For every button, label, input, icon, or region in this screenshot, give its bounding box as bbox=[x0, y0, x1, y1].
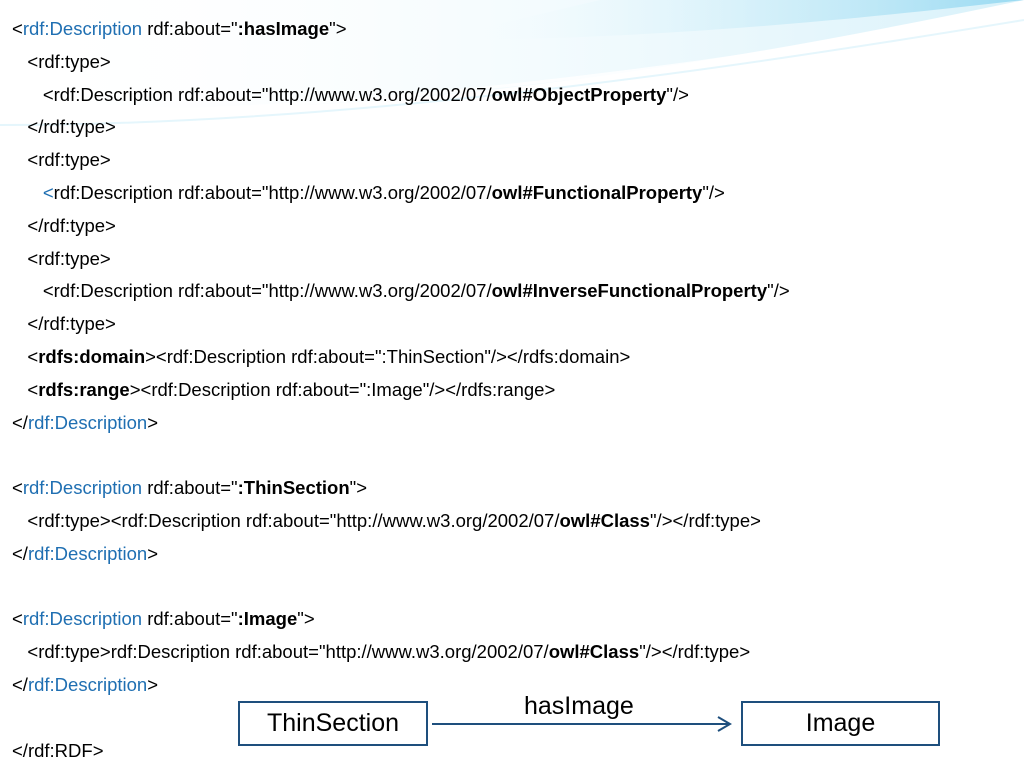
code-text: "/></rdf:type> bbox=[649, 510, 761, 531]
header-swoosh-decoration bbox=[0, 0, 1024, 126]
code-text: <rdf:type> bbox=[12, 247, 111, 269]
code-bold: :hasImage bbox=[237, 18, 330, 39]
code-text: ><rdf:Description rdf:about=":Image"/></… bbox=[129, 378, 556, 400]
code-text: > bbox=[147, 674, 159, 695]
code-text: </rdf:type> bbox=[12, 214, 116, 236]
code-text: rdf:about=" bbox=[142, 608, 238, 630]
code-text: </ bbox=[12, 674, 28, 695]
code-text: <rdf:Description rdf:about="http://www.w… bbox=[12, 83, 492, 105]
code-text: < bbox=[12, 346, 39, 367]
code-text: "> bbox=[297, 608, 315, 630]
code-line: <rdfs:domain><rdf:Description rdf:about=… bbox=[12, 346, 630, 368]
code-text: rdf:about=" bbox=[142, 477, 238, 499]
code-bold: owl#Class bbox=[548, 641, 640, 663]
code-bold: owl#Class bbox=[559, 510, 650, 531]
code-text: </rdf:RDF> bbox=[12, 739, 104, 761]
code-text: </rdf:type> bbox=[12, 116, 116, 138]
code-keyword: rdf:Description bbox=[27, 411, 148, 433]
code-keyword: < bbox=[42, 182, 54, 203]
code-text: </ bbox=[12, 411, 28, 433]
code-line: <rdf:type> bbox=[12, 50, 111, 73]
code-bold: rdfs:domain bbox=[38, 346, 146, 367]
code-line: </rdf:type> bbox=[12, 214, 116, 237]
code-keyword: rdf:Description bbox=[27, 674, 148, 695]
code-text: < bbox=[12, 608, 23, 630]
code-text: ><rdf:Description rdf:about=":ThinSectio… bbox=[145, 346, 631, 367]
code-text: </rdf:type> bbox=[12, 313, 116, 335]
code-line: <rdf:Description rdf:about="http://www.w… bbox=[12, 84, 689, 106]
code-keyword: rdf:Description bbox=[22, 477, 143, 499]
code-text: </ bbox=[12, 542, 28, 564]
code-line: <rdf:Description rdf:about="http://www.w… bbox=[12, 280, 790, 302]
arrow-right-icon bbox=[432, 716, 732, 732]
code-text: "/> bbox=[702, 182, 725, 203]
code-text: < bbox=[12, 378, 39, 400]
code-bold: rdfs:range bbox=[38, 378, 130, 400]
thinsection-node-label: ThinSection bbox=[266, 709, 400, 737]
code-line: <rdf:type> bbox=[12, 149, 111, 171]
code-line: </rdf:type> bbox=[12, 116, 116, 138]
code-text: "/> bbox=[767, 280, 790, 302]
code-line: <rdf:Description rdf:about=":Image"> bbox=[12, 608, 315, 630]
code-text: "> bbox=[329, 18, 347, 39]
code-line: <rdf:Description rdf:about=":hasImage"> bbox=[12, 18, 347, 40]
code-text: > bbox=[147, 411, 159, 433]
code-text: <rdf:Description rdf:about="http://www.w… bbox=[12, 280, 492, 302]
image-node: Image bbox=[741, 701, 940, 746]
code-line: <rdf:Description rdf:about=":ThinSection… bbox=[12, 477, 367, 499]
code-text: rdf:about=" bbox=[142, 18, 238, 39]
code-text: "/></rdf:type> bbox=[639, 641, 751, 663]
code-bold: :Image bbox=[237, 608, 298, 630]
code-line: </rdf:RDF> bbox=[12, 740, 104, 762]
code-text: "> bbox=[349, 477, 368, 499]
code-line: <rdfs:range><rdf:Description rdf:about="… bbox=[12, 379, 555, 401]
code-text: <rdf:type>rdf:Description rdf:about="htt… bbox=[12, 641, 549, 663]
code-text: "/> bbox=[666, 83, 689, 105]
code-line: </rdf:Description> bbox=[12, 674, 158, 696]
code-keyword: rdf:Description bbox=[27, 542, 148, 564]
code-text: <rdf:type> bbox=[12, 149, 111, 171]
code-bold: owl#InverseFunctionalProperty bbox=[491, 280, 768, 302]
code-bold: owl#ObjectProperty bbox=[491, 83, 667, 105]
code-text: < bbox=[12, 18, 23, 39]
code-keyword: rdf:Description bbox=[22, 608, 143, 630]
code-text: <rdf:type><rdf:Description rdf:about="ht… bbox=[12, 510, 560, 531]
code-line: </rdf:type> bbox=[12, 313, 116, 335]
code-line: <rdf:Description rdf:about="http://www.w… bbox=[12, 182, 725, 204]
code-bold: owl#FunctionalProperty bbox=[491, 182, 703, 203]
thinsection-node: ThinSection bbox=[238, 701, 428, 746]
code-text: < bbox=[12, 477, 23, 499]
code-text: <rdf:type> bbox=[12, 50, 111, 72]
code-text: > bbox=[147, 542, 159, 564]
code-text: rdf:Description rdf:about="http://www.w3… bbox=[53, 182, 492, 203]
code-line: <rdf:type><rdf:Description rdf:about="ht… bbox=[12, 510, 761, 532]
code-bold: :ThinSection bbox=[237, 477, 350, 499]
code-line: <rdf:type> bbox=[12, 247, 111, 270]
code-line: <rdf:type>rdf:Description rdf:about="htt… bbox=[12, 641, 750, 663]
code-keyword: rdf:Description bbox=[22, 18, 143, 39]
code-line: </rdf:Description> bbox=[12, 543, 158, 565]
hasimage-edge-label: hasImage bbox=[524, 692, 634, 720]
code-line: </rdf:Description> bbox=[12, 412, 158, 434]
code-text bbox=[12, 182, 43, 203]
image-node-label: Image bbox=[805, 709, 876, 737]
